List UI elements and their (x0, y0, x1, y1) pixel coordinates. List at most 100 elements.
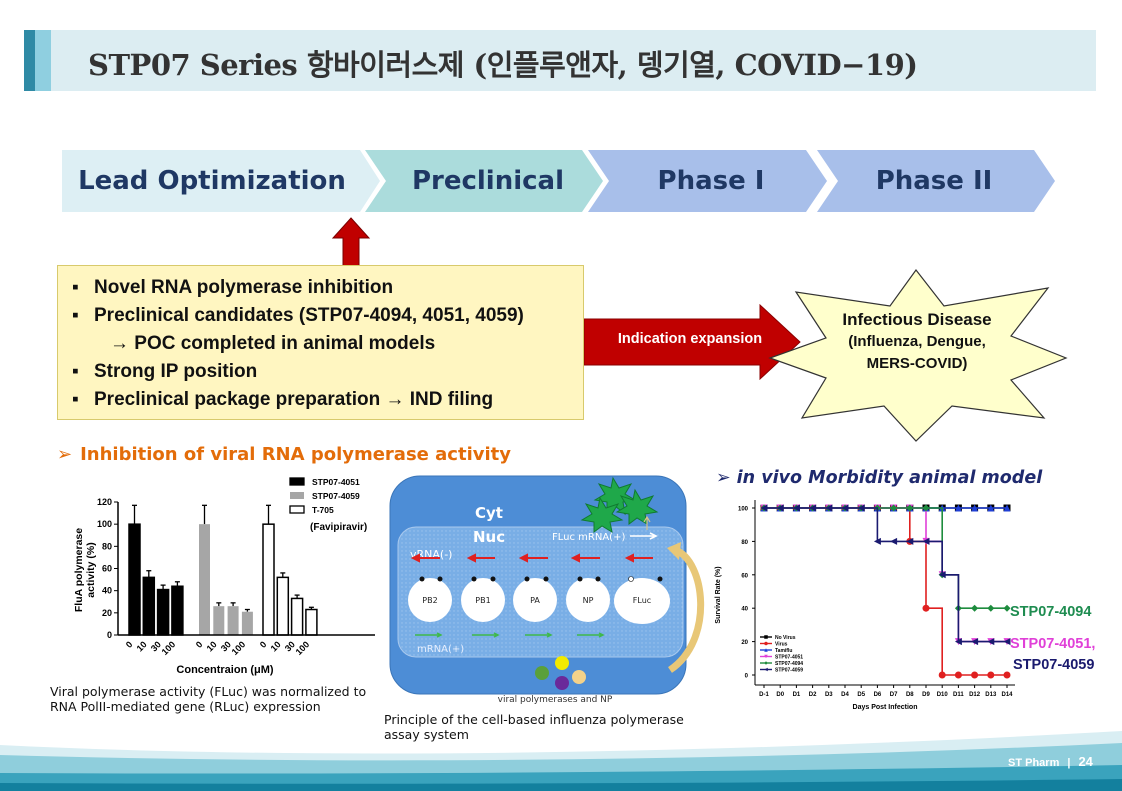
x-tick-label: D-1 (759, 692, 769, 698)
legend-label: STP07-4094 (775, 661, 803, 667)
marker (764, 654, 768, 659)
marker (764, 667, 768, 672)
x-tick-label: D11 (953, 692, 964, 698)
y-tick-label: 80 (102, 541, 112, 551)
chevron-phase-1 (588, 150, 827, 212)
marker (1003, 671, 1011, 679)
bar (305, 608, 318, 636)
series-line (764, 507, 1007, 609)
bar-chart-caption: Viral polymerase activity (FLuc) was nor… (50, 684, 367, 714)
marker (760, 504, 768, 512)
x-tick-label: D4 (841, 692, 849, 698)
star-line: (Influenza, Dengue, (848, 333, 986, 350)
legend-swatch (289, 505, 305, 514)
marker (857, 504, 865, 512)
marker (954, 671, 962, 679)
marker (809, 504, 817, 512)
mrna-label: mRNA(+) (417, 644, 464, 655)
x-tick-label: D1 (793, 692, 801, 698)
marker (922, 537, 930, 545)
diagram-bottom-label: viral polymerases and NP (498, 695, 613, 705)
nuc-label: Nuc (473, 528, 505, 546)
y-axis-label: Survival Rate (%) (715, 566, 722, 623)
legend-swatch (289, 477, 305, 486)
segment-label: PB2 (422, 596, 437, 605)
diagram-caption: Principle of the cell-based influenza po… (384, 712, 684, 742)
summary-item: ▪Novel RNA polymerase inhibition (72, 277, 394, 298)
accent-stripe (24, 30, 35, 91)
y-tick-label: 100 (738, 507, 749, 513)
stage-label: Phase II (875, 166, 993, 196)
marker (764, 661, 768, 665)
legend-label: Tamiflu (775, 648, 792, 654)
legend-label: STP07-4059 (312, 491, 360, 501)
marker (987, 504, 995, 512)
bar (262, 523, 275, 636)
bar (142, 576, 156, 636)
series-line (764, 507, 1007, 676)
series-stp07-4094 (760, 504, 1011, 612)
chevron-preclinical (365, 150, 603, 212)
bar (171, 585, 184, 636)
bar (227, 606, 239, 635)
x-tick-label: D13 (985, 692, 997, 698)
vrna-arrows (410, 553, 653, 563)
x-tick-label: 10 (205, 639, 219, 653)
fluc-mrna-label: FLuc mRNA(+) (552, 532, 625, 543)
marker (922, 504, 930, 512)
x-tick-label: D2 (809, 692, 817, 698)
marker (987, 638, 995, 646)
series-stp07-4059 (760, 504, 1011, 646)
x-tick-label: D12 (969, 692, 981, 698)
y-tick-label: 80 (741, 540, 748, 546)
marker (764, 635, 768, 639)
x-tick-label: 0 (124, 639, 135, 650)
marker (954, 504, 962, 512)
bar (290, 597, 304, 636)
x-tick-label: 100 (160, 639, 178, 657)
series-line (764, 507, 1007, 643)
x-tick-label: D8 (906, 692, 914, 698)
mrna-arrows (415, 632, 605, 638)
star-line: MERS-COVID) (866, 355, 968, 372)
marker (922, 604, 930, 612)
marker (873, 537, 881, 545)
segment-circles (408, 578, 670, 624)
marker (987, 671, 995, 679)
footer-wave (0, 731, 1122, 791)
segment-label: PB1 (475, 596, 490, 605)
marker (792, 504, 800, 512)
bar (156, 588, 170, 636)
marker (906, 537, 914, 545)
chevron-phase-2 (817, 150, 1055, 212)
y-axis-label: activity (%) (85, 542, 97, 597)
section-heading-polymerase: ➢Inhibition of viral RNA polymerase acti… (57, 444, 511, 465)
marker (906, 504, 914, 512)
star-line: Infectious Disease (842, 310, 992, 329)
x-tick-label: 100 (294, 639, 312, 657)
series-annotation: STP07-4051, (1010, 636, 1095, 652)
marker (1003, 638, 1011, 646)
bar (128, 523, 141, 636)
marker (776, 504, 784, 512)
y-tick-label: 120 (97, 497, 112, 507)
x-tick-label: D5 (857, 692, 865, 698)
marker (987, 604, 995, 612)
segment-label: NP (583, 596, 594, 605)
infectious-disease-star (768, 268, 1068, 442)
series-annotation: STP07-4059 (1013, 657, 1094, 673)
legend-label: STP07-4051 (775, 655, 803, 661)
x-tick-label: D9 (922, 692, 930, 698)
marker (1003, 504, 1011, 512)
segment-label: PA (530, 596, 540, 605)
marker (890, 504, 898, 512)
title-bar: STP07 Series 항바이러스제 (인플루앤자, 뎅기열, COVID−1… (24, 30, 1096, 91)
x-axis-label: Concentraion (μM) (176, 664, 274, 676)
marker (971, 671, 979, 679)
y-tick-label: 0 (745, 674, 749, 680)
x-tick-label: 0 (258, 639, 269, 650)
y-axis-label: FluA polymerase (73, 528, 85, 612)
marker (1003, 604, 1011, 612)
